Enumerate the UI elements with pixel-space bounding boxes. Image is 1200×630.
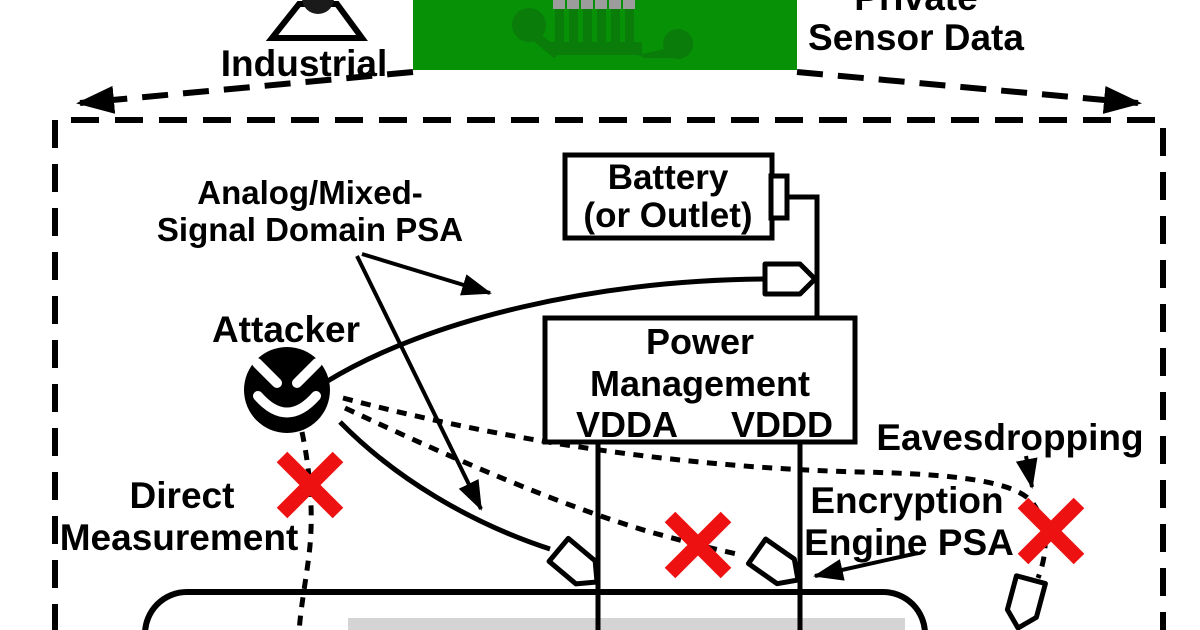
pcb-pin <box>553 0 565 9</box>
cross-direct-measurement <box>276 451 344 519</box>
encryption-psa-label-line1: Encryption <box>810 480 1003 521</box>
cross-rail-probe <box>664 511 732 579</box>
pcb-finger <box>569 4 578 48</box>
pcb-finger <box>555 4 564 48</box>
eavesdropping-arrow <box>1015 455 1038 489</box>
pcb-icon <box>413 0 797 70</box>
ams-psa-label-line1: Analog/Mixed- <box>197 174 423 211</box>
pcb-pin <box>595 0 607 9</box>
vddd-label: VDDD <box>731 404 833 445</box>
direct-measurement-label-line2: Measurement <box>60 517 299 558</box>
pcb-pad-right <box>663 29 693 59</box>
power-label-line1: Power <box>646 321 754 362</box>
pcb-pin <box>609 0 621 9</box>
battery-terminal <box>768 173 790 221</box>
chip-bus-bar <box>348 618 905 630</box>
pcb-pins <box>553 0 635 9</box>
flask-cap-icon <box>302 0 334 14</box>
threat-boundary-box <box>52 117 1166 630</box>
probe-eavesdrop-icon <box>1004 573 1048 630</box>
pcb-finger <box>583 4 592 48</box>
industrial-icon <box>265 0 368 41</box>
chip-outline <box>142 589 928 630</box>
ams-psa-label-line2: Signal Domain PSA <box>157 211 463 248</box>
blocked-crosses <box>276 451 1085 579</box>
probe-vddd-icon <box>745 536 801 587</box>
pcb-finger <box>611 4 620 48</box>
attacker-eyebrow-left <box>252 358 282 388</box>
direct-measurement-path <box>296 431 314 630</box>
callout-arrow-right <box>796 69 1142 114</box>
power-label-line2: Management <box>590 363 810 404</box>
battery-label-line2: (or Outlet) <box>583 196 752 235</box>
pcb-finger <box>597 4 606 48</box>
vdda-label: VDDA <box>576 404 678 445</box>
battery-wire <box>787 194 820 320</box>
psa-curve-to-battery <box>324 276 768 385</box>
pcb-pin <box>567 0 579 9</box>
power-management-box <box>542 315 858 445</box>
battery-label-line1: Battery <box>608 158 729 197</box>
attacker-icon <box>244 347 330 433</box>
callout-arrow-left <box>76 69 414 114</box>
ams-psa-arrow-upper <box>361 252 492 296</box>
flask-body <box>265 0 368 41</box>
direct-measurement-label-line1: Direct <box>130 475 235 516</box>
cross-eavesdropping <box>1017 497 1085 565</box>
private-sensor-data-line1: Private <box>854 0 977 18</box>
psa-curve-to-vdda <box>338 420 551 552</box>
probe-battery-icon <box>762 261 818 297</box>
attacker-smile <box>253 391 321 418</box>
pcb-traces <box>512 4 693 59</box>
eavesdropping-path <box>342 395 1048 579</box>
probe-vdda-icon <box>546 535 600 587</box>
eavesdropping-label: Eavesdropping <box>876 417 1143 458</box>
encryption-psa-arrow <box>813 551 919 581</box>
private-sensor-data-line2: Sensor Data <box>808 17 1024 58</box>
pcb-pin <box>623 0 635 9</box>
battery-box <box>562 152 775 241</box>
ams-psa-arrow-lower <box>355 255 483 511</box>
attacker-label: Attacker <box>212 309 360 350</box>
attacker-eyebrow-right <box>292 358 322 388</box>
pcb-pin <box>581 0 593 9</box>
pcb-finger <box>625 4 634 48</box>
